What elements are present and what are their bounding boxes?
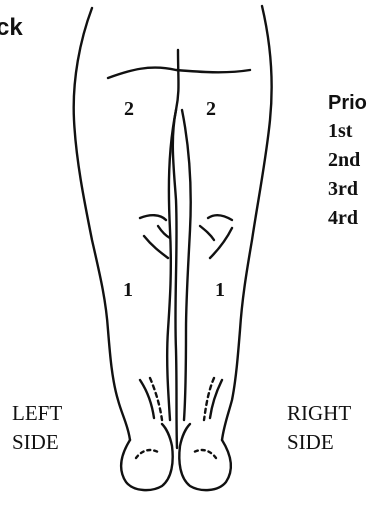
priority-item-4: 4rd — [328, 207, 358, 230]
right-side-label-line-2: SIDE — [287, 428, 351, 457]
left-side-label: LEFT SIDE — [12, 399, 62, 457]
zone-label-upper-left: 2 — [124, 98, 134, 121]
priority-item-2: 2nd — [328, 149, 360, 172]
zone-label-lower-right: 1 — [215, 279, 225, 302]
left-side-label-line-2: SIDE — [12, 428, 62, 457]
left-side-label-line-1: LEFT — [12, 399, 62, 428]
priority-item-3: 3rd — [328, 178, 358, 201]
right-side-label-line-1: RIGHT — [287, 399, 351, 428]
priority-heading: Prio — [328, 92, 367, 115]
right-side-label: RIGHT SIDE — [287, 399, 351, 457]
zone-label-lower-left: 1 — [123, 279, 133, 302]
zone-label-upper-right: 2 — [206, 98, 216, 121]
header-fragment: ck — [0, 14, 23, 42]
priority-item-1: 1st — [328, 120, 352, 143]
